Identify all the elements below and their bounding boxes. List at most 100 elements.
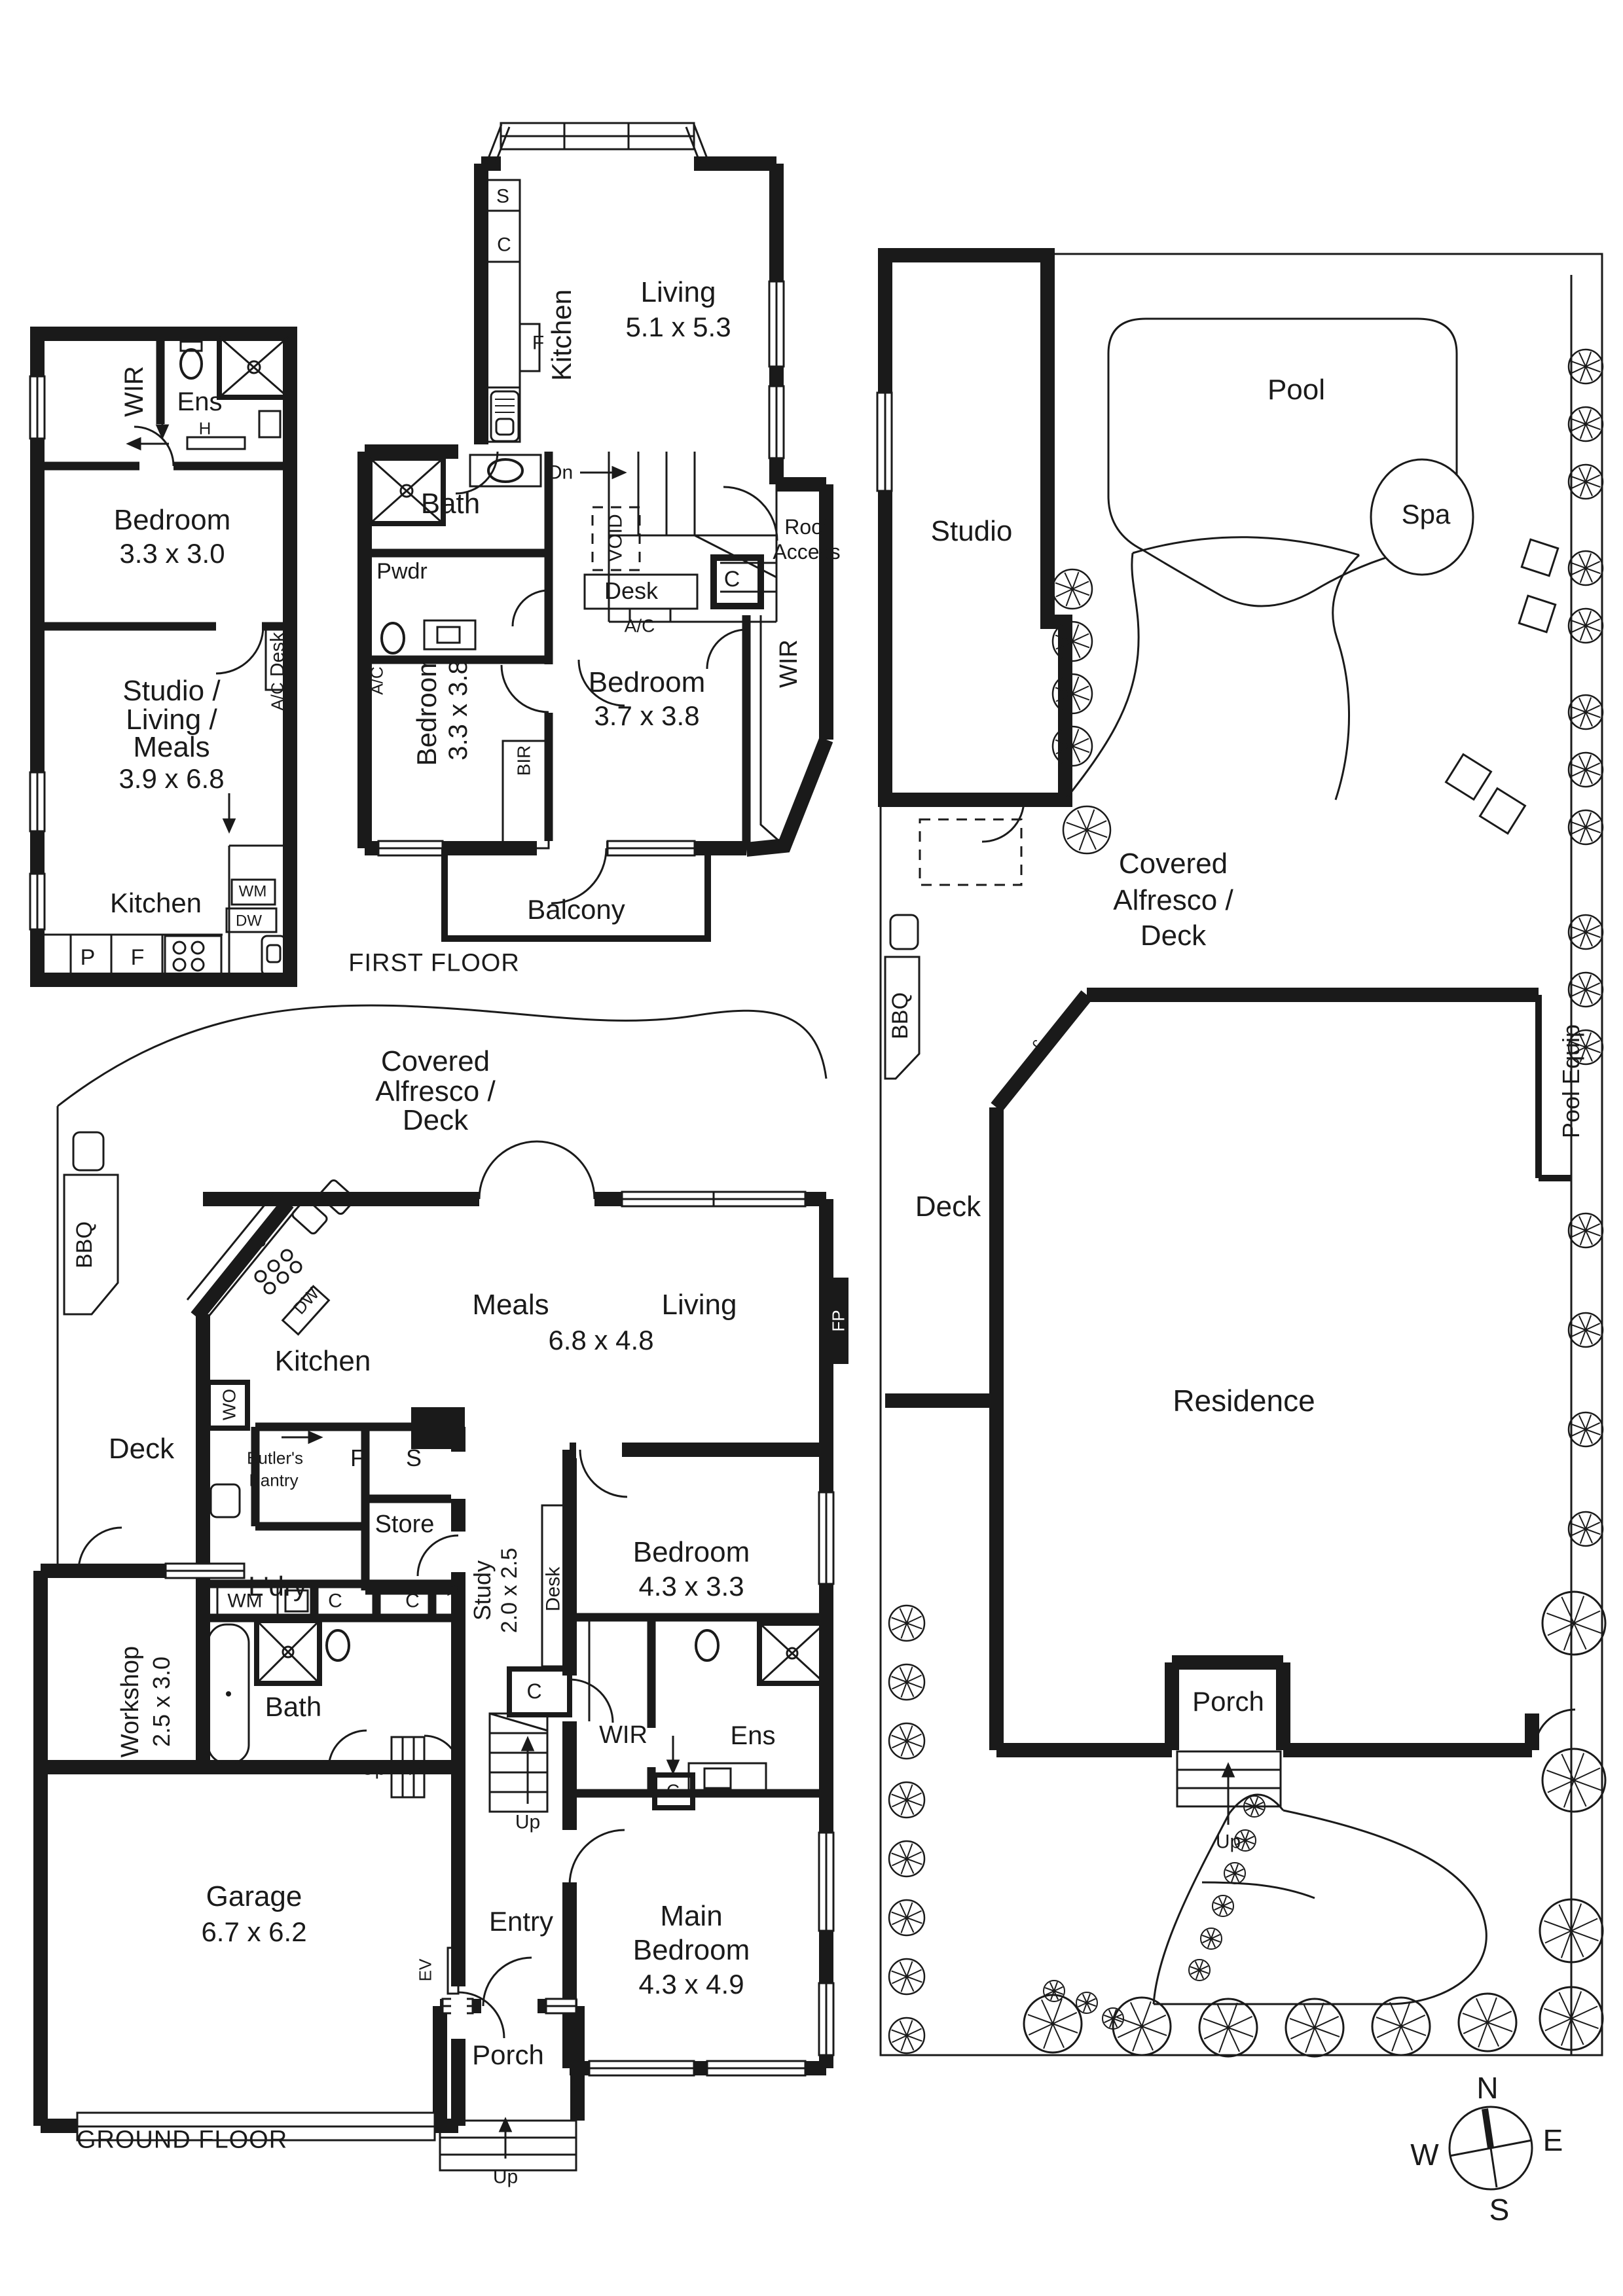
tree-icon [1567, 1029, 1604, 1066]
gf-meals-label: Meals [472, 1288, 549, 1321]
gf-covered-3: Deck [402, 1103, 469, 1136]
hotplate-icon [164, 935, 223, 980]
gf-up3-label: Up [492, 2166, 519, 2188]
steps-icon [439, 2119, 577, 2172]
shower-icon [367, 456, 446, 526]
studio-outline [878, 248, 1072, 807]
tree-icon [1200, 1928, 1222, 1950]
tree-icon [1285, 1998, 1345, 2058]
garage-door-icon [76, 2111, 436, 2142]
gf-covered-1: Covered [380, 1045, 490, 1077]
dw-icon [225, 907, 278, 933]
wm-icon [216, 1585, 279, 1618]
gf-ldry-label: L'dry [248, 1570, 307, 1602]
tree-icon [1051, 673, 1093, 715]
ff-ac1-label: A/C [267, 682, 287, 711]
gf-wir-label: WIR [599, 1721, 647, 1749]
tree-icon [888, 1958, 926, 1996]
stairs-icon [609, 452, 777, 593]
gf-meals-dim: 6.8 x 4.8 [548, 1324, 654, 1355]
tree-icon [1567, 694, 1604, 730]
tree-icon [1102, 2007, 1124, 2030]
sink-icon [261, 935, 287, 977]
ac-unit-icon [357, 661, 372, 703]
ff-pwdr-label: Pwdr [376, 559, 428, 584]
gf-fp-label: FP [828, 1310, 848, 1332]
first-floor-fixtures [37, 179, 785, 980]
gf-up1-label: Up [360, 1757, 386, 1780]
tree-icon [1567, 406, 1604, 442]
ff-dn-label: Dn [547, 461, 574, 484]
ff-cabinet-s: S [496, 185, 510, 207]
gf-main-1: Main [660, 1899, 723, 1932]
tree-icon [1188, 1959, 1211, 1981]
tree-icon [1541, 1748, 1607, 1813]
toilet-icon [179, 348, 203, 380]
ff-ac2-label: A/C [624, 615, 655, 636]
ff-ens-label: Ens [177, 387, 223, 416]
ff-void-label: VOID [604, 514, 627, 562]
gf-butlers-1: Butler's [247, 1448, 303, 1468]
ff-kitchen2-label: Kitchen [109, 887, 202, 918]
tree-icon [1051, 725, 1093, 767]
ff-desk2-label: Desk [604, 577, 659, 605]
tree-icon [888, 1840, 926, 1878]
ff-ac3-label: A/C [367, 666, 387, 695]
gf-cab-s: S [405, 1444, 422, 1472]
gf-bench-c: c [251, 1233, 270, 1251]
rp-pool-label: Pool [1267, 373, 1326, 406]
gf-bath-label: Bath [264, 1691, 322, 1722]
rp-covered-2: Alfresco / [1113, 884, 1233, 916]
rp-poolequip-label: Pool Equip [1558, 1024, 1585, 1139]
ff-living-dim: 5.1 x 5.3 [625, 311, 731, 342]
gf-bbq-label: BBQ [72, 1221, 98, 1268]
ff-bedroom3-dim: 3.7 x 3.8 [594, 700, 700, 731]
gf-study-label: Study [469, 1560, 496, 1621]
rp-spa-label: Spa [1401, 498, 1451, 529]
rp-up-label: Up [1215, 1831, 1241, 1853]
ff-roof-access-2: Access [773, 540, 841, 564]
tree-icon [1076, 1992, 1098, 2014]
tree-icon [1234, 1829, 1256, 1852]
tree-icon [1567, 1312, 1604, 1348]
ff-bedroom1-dim: 3.3 x 3.0 [119, 537, 225, 569]
gf-wo-label: WO [219, 1388, 240, 1421]
ff-wir2-label: WIR [775, 639, 803, 688]
ff-balcony-label: Balcony [527, 893, 625, 925]
site-plan-arrows [1221, 1762, 1235, 1825]
tree-icon [1567, 1411, 1604, 1448]
bbq-bench-icon [884, 956, 921, 1080]
ff-studio-dim: 3.9 x 6.8 [119, 762, 225, 794]
tree-icon [1062, 805, 1112, 855]
tree-icon [1371, 1996, 1431, 2056]
tree-icon [1212, 1895, 1234, 1917]
compass-s: S [1489, 2192, 1510, 2227]
ev-charger-icon [447, 1946, 460, 1995]
gf-store-label: Store [374, 1511, 435, 1539]
ac-unit-icon [629, 607, 672, 623]
rp-studio-label: Studio [930, 514, 1013, 547]
wm-icon [230, 878, 276, 906]
gf-closet-c1: C [328, 1590, 342, 1612]
bay-window-icon [484, 122, 711, 168]
ff-fridge2-label: F [130, 945, 145, 971]
ground-floor-openings [76, 1191, 835, 2142]
rp-bbq-label: BBQ [888, 992, 913, 1039]
trees-group [888, 348, 1607, 2058]
ff-studio-line1: Studio / [122, 674, 221, 707]
gf-closet-c2: C [405, 1590, 420, 1612]
ground-floor-title: GROUND FLOOR [76, 2126, 288, 2154]
ff-wir-label: WIR [120, 366, 149, 417]
rp-porch-label: Porch [1192, 1685, 1264, 1717]
gf-desk-label: Desk [542, 1566, 564, 1612]
tree-icon [1567, 607, 1604, 644]
toilet-icon [325, 1629, 350, 1662]
tree-icon [888, 1722, 926, 1760]
ff-pantry-label: P [80, 945, 96, 971]
tree-icon [888, 1663, 926, 1701]
ff-heater-label: H [198, 418, 211, 439]
tree-icon [888, 1781, 926, 1819]
tree-icon [1567, 463, 1604, 500]
